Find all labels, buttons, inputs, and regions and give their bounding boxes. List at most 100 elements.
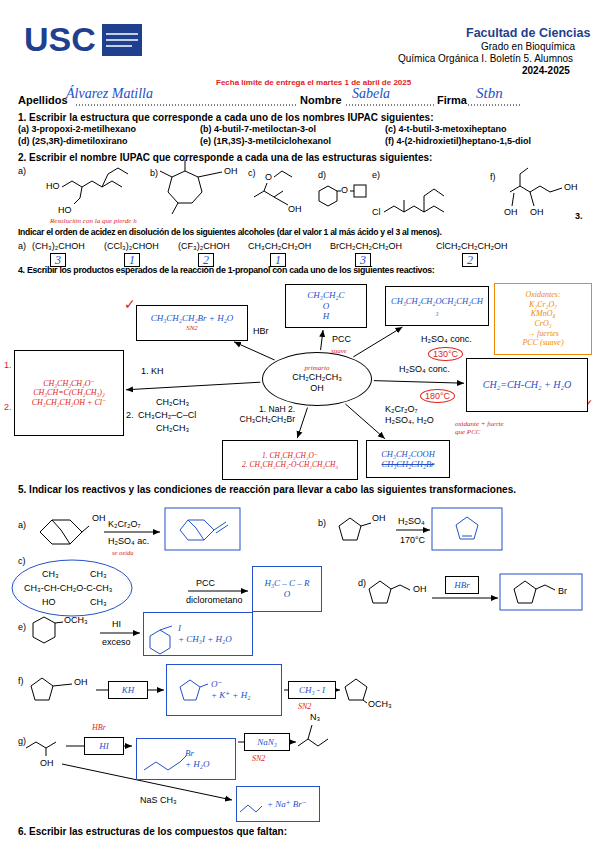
reagent-label: K₂Cr₂O₇ H₂SO₄, H₂O	[384, 404, 450, 426]
reagent-label: H₂SO₄ conc.	[398, 364, 451, 375]
label-text: Fecha límite de entrega el martes 1 de a…	[216, 78, 411, 87]
node-text: CrO₃	[499, 319, 587, 329]
label-text: f)	[18, 676, 24, 686]
label-text: 170°C	[400, 535, 425, 545]
label-text: 6. Escribir las estructuras de los compu…	[18, 826, 287, 838]
node-text: CH₂CH₂CH₃	[267, 372, 367, 383]
reactant-oval: primarioCH₂CH₂CH₃OH	[262, 352, 372, 406]
label-text: oxidante + fuerte que PCC	[455, 420, 513, 436]
answer-box: CH₃CH₂COOHCH₃CH₂CH₂Br	[366, 440, 450, 478]
node-text: Br	[185, 748, 231, 759]
node-text: Oxidantes:	[499, 290, 587, 300]
label-text: Grado en Bioquímica	[481, 41, 575, 53]
reaction-arrow	[321, 330, 323, 350]
reagent-label: HBr	[252, 326, 270, 337]
label-text: Cl	[372, 207, 381, 217]
node-text: H₃C – C – R	[257, 578, 317, 589]
label-text: b)	[150, 168, 158, 178]
label-text: 4. Escribir los productos esperados de l…	[18, 265, 434, 275]
label-text: 2024-2025	[522, 65, 570, 77]
logo-block	[102, 24, 142, 56]
node-text: primario	[267, 364, 367, 372]
label-text: HO	[46, 181, 60, 191]
label-text: 3	[50, 253, 66, 267]
node-text: H	[290, 311, 362, 322]
node-text: CH₃CH₂CH₂Br	[371, 459, 445, 469]
answer-box: + Na⁺ Br⁻	[236, 786, 320, 822]
label-text: 3.	[575, 211, 583, 221]
label-text: 2	[198, 253, 214, 267]
label-text: SN2	[252, 754, 265, 763]
node-text: K₂Cr₂O₇	[499, 300, 587, 310]
label-text: c)	[18, 556, 26, 566]
node-text: CH₃CH₂CH₂O⁻	[19, 379, 119, 389]
label-text: N₃	[310, 712, 320, 722]
answer-box: CH₃CH₂CH₂O⁻CH₃CH=C(CH₂CH₃)₂CH₃CH₂CH₂OH +…	[14, 350, 124, 436]
answer-box: Br+ H₂O	[136, 738, 236, 780]
node-text: CH₃ - I	[293, 685, 331, 696]
answer-box: HBr	[445, 576, 479, 594]
label-text: HBr	[92, 723, 106, 732]
label-text: d)	[358, 578, 366, 588]
label-text: e)	[372, 170, 380, 180]
label-text: CH₃	[90, 569, 107, 579]
reaction-arrow	[345, 404, 385, 439]
label-text: 180°C	[420, 389, 455, 403]
label-text: SN2	[298, 702, 311, 711]
answer-box: 1. CH₃CH₂CH₂O⁻2. CH₃CH₂CH₂-O-CH₂CH₂CH₃	[222, 440, 358, 480]
label-text: H₂SO₄	[398, 516, 425, 526]
label-text: 1	[124, 253, 140, 267]
label-text: d)	[318, 170, 326, 180]
node-text: CH₃CH₂CH₂Br + H₂O	[141, 313, 243, 324]
reagent-label: PCC	[331, 334, 352, 345]
label-text: a)	[18, 520, 26, 530]
label-text: 2.	[4, 402, 12, 412]
answer-box: NaN₃	[244, 733, 290, 751]
label-text: (d) (2S,3R)-dimetiloxirano	[18, 136, 128, 146]
label-text: Nombre	[300, 94, 342, 107]
label-text: BrCH₂CH₂CH₂OH	[330, 241, 402, 251]
label-text: O	[341, 185, 348, 195]
node-text: CH₃CH=C(CH₂CH₃)₂	[19, 388, 119, 398]
node-text: + H₂O	[185, 759, 231, 770]
label-text: 2. Escribir el nombre IUPAC que correspo…	[18, 152, 432, 164]
logo-text: USC	[24, 20, 96, 59]
label-text: Sabela	[352, 86, 390, 102]
label-text: OH	[372, 513, 386, 523]
label-text: g)	[18, 736, 26, 746]
label-text: OH	[288, 204, 302, 214]
reagent-label: 1. KH	[140, 366, 165, 377]
label-text: NaS CH₃	[140, 795, 177, 805]
answer-box: H₃C – C – RO	[252, 566, 322, 612]
answer-box: HI	[84, 737, 124, 755]
label-text: b)	[318, 518, 326, 528]
label-text: (e) (1R,3S)-3-metilciclohexanol	[200, 136, 331, 146]
label-text: (f) 4-(2-hidroxietil)heptano-1,5-diol	[385, 136, 531, 146]
answer-box: CH₃CH₂CH₂Br + H₂OSN2	[136, 305, 248, 341]
label-text: CH₂CH₃	[156, 397, 189, 407]
label-text: OH	[92, 513, 106, 523]
answer-box: KH	[108, 681, 148, 699]
label-text: OH	[530, 207, 544, 217]
label-text: Br	[558, 586, 567, 596]
answer-box: CH₃ - I	[288, 681, 336, 699]
node-text: I	[178, 623, 248, 634]
node-text: + CH₃I + H₂O	[178, 634, 248, 645]
answer-box: I+ CH₃I + H₂O	[143, 612, 253, 656]
node-text: CH₃CH₂C	[290, 290, 362, 301]
label-text: exceso	[102, 637, 131, 647]
reaction-arrow	[353, 327, 402, 357]
reaction-arrow	[234, 342, 275, 360]
label-text: OH	[40, 758, 54, 768]
node-text: HI	[89, 741, 119, 752]
label-text: 1. Escribir la estructura que correspond…	[18, 112, 433, 124]
label-text: ClCH₂CH₂CH₂OH	[436, 241, 507, 251]
label-text: c)	[248, 168, 256, 178]
label-text: H₂SO₄ ac.	[108, 536, 149, 546]
answer-box: CH₃CH₂CH₂OCH₂CH₂CH₃	[385, 286, 489, 326]
label-text: HO	[58, 205, 72, 215]
label-text: Resolución con la que pierde h	[50, 217, 137, 225]
reaction-arrow	[126, 382, 260, 390]
note-box: Oxidantes:K₂Cr₂O₇KMnO₄CrO₃→ fuertesPCC (…	[494, 283, 592, 355]
reaction-arrow	[374, 381, 464, 384]
